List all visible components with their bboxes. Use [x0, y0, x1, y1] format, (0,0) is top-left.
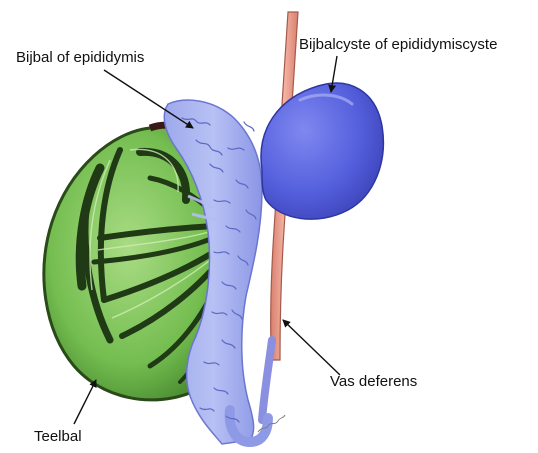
- epididymal-cyst: [261, 83, 383, 219]
- label-epididymal-cyst: Bijbalcyste of epididymiscyste: [299, 36, 497, 54]
- arrow-epididymis: [104, 70, 193, 128]
- label-epididymis: Bijbal of epididymis: [16, 49, 144, 67]
- arrow-vas-deferens: [283, 320, 340, 375]
- label-vas-deferens: Vas deferens: [330, 373, 417, 391]
- label-testis: Teelbal: [34, 428, 82, 446]
- arrow-testis: [74, 380, 96, 424]
